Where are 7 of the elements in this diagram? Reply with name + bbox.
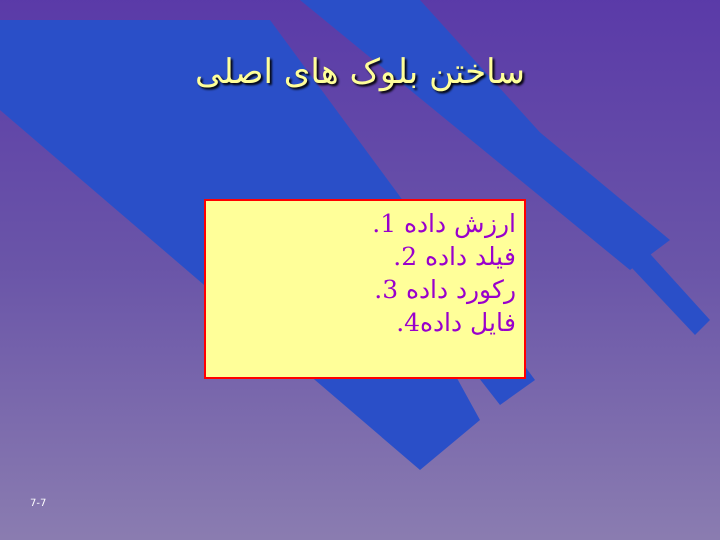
list-box xyxy=(204,199,526,379)
list-item: فایل داده4. xyxy=(395,307,516,339)
list-item: رکورد داده 3. xyxy=(373,274,516,306)
slide-title: ساختن بلوک های اصلی xyxy=(194,52,526,92)
list-item: ارزش داده 1. xyxy=(371,208,516,240)
list-item: فیلد داده 2. xyxy=(392,241,516,273)
page-number: 7-7 xyxy=(30,498,46,509)
